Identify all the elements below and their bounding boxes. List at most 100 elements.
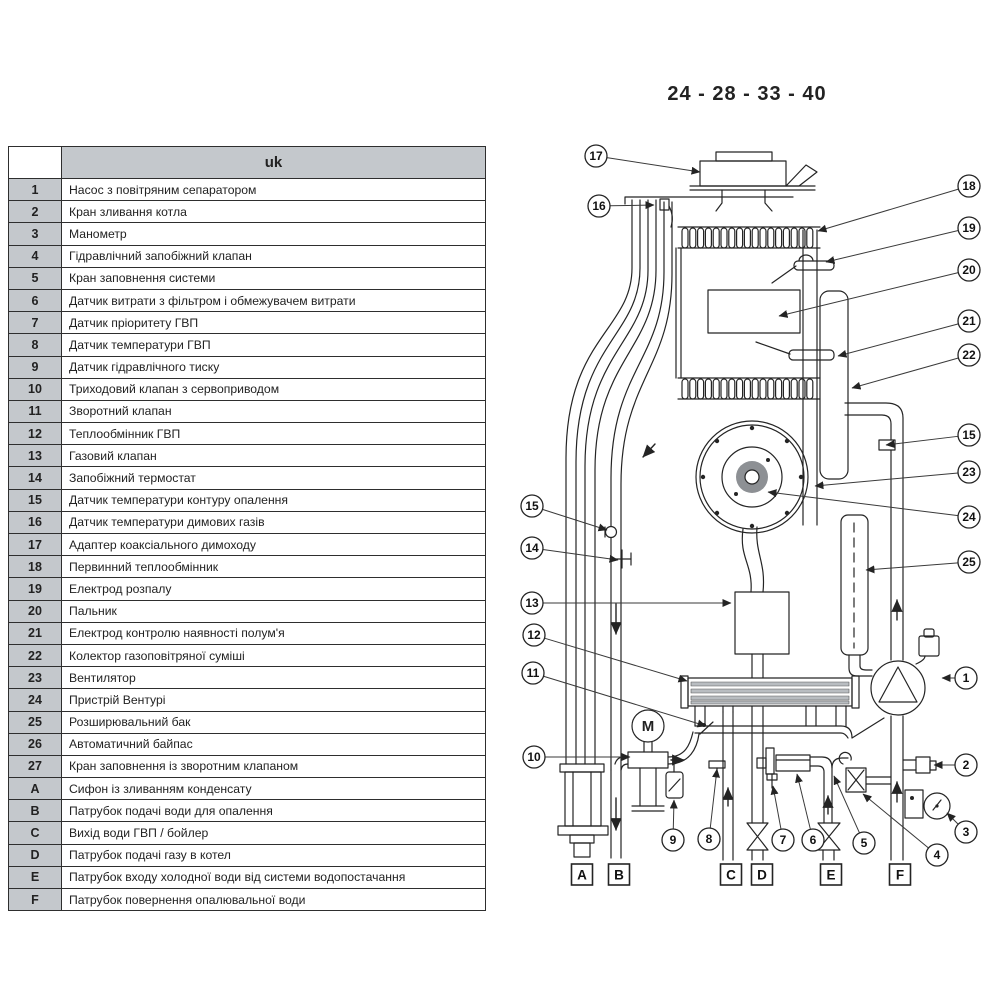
callout-number: 23 (962, 465, 976, 479)
part-description: Електрод розпалу (61, 577, 486, 601)
part-number: F (8, 887, 62, 912)
callout-number: 6 (810, 833, 817, 847)
part-number: 21 (8, 621, 62, 645)
callout-circle (957, 550, 981, 574)
callout-number: 17 (589, 149, 603, 163)
part-number: 23 (8, 666, 62, 690)
callout-20: 20 (778, 258, 981, 318)
safety-thermostat (612, 549, 632, 569)
callout-circle (661, 828, 685, 852)
diagram-title: 24 - 28 - 33 - 40 (667, 83, 827, 105)
part-description: Датчик температури контуру опалення (61, 488, 486, 512)
callout-number: 12 (527, 628, 541, 642)
port-letter: F (896, 868, 904, 883)
hydraulic-pressure-sensor (665, 764, 684, 799)
part-number: A (8, 777, 62, 801)
boiler-drain-valve (902, 756, 937, 774)
part-number: 22 (8, 643, 62, 668)
part-number: 3 (8, 222, 62, 246)
part-number: 11 (8, 399, 62, 424)
part-description: Адаптер коаксіального димоходу (61, 532, 486, 557)
air-gas-collector (819, 290, 904, 661)
dhw-heat-exchanger (680, 675, 860, 727)
callout-number: 10 (527, 750, 541, 764)
callout-number: 16 (592, 199, 606, 213)
callout-circle (697, 827, 721, 851)
port-B: B (607, 863, 631, 886)
filling-valve (831, 751, 892, 793)
callout-15: 15 (520, 494, 608, 532)
callout-number: 13 (525, 596, 539, 610)
port-letter: D (757, 868, 767, 883)
part-description: Пристрій Вентурі (61, 688, 486, 712)
port-letter: E (826, 868, 835, 883)
callout-9: 9 (661, 799, 685, 852)
callout-circle (852, 831, 876, 855)
port-letter: C (726, 868, 736, 883)
callout-25: 25 (865, 550, 981, 574)
callout-circle (957, 505, 981, 529)
callout-number: 1 (963, 671, 970, 685)
callout-number: 15 (962, 428, 976, 442)
port-D: D (750, 863, 774, 886)
heating-flow-pipe (610, 769, 622, 859)
part-number: 8 (8, 333, 62, 357)
callout-circle (520, 494, 544, 518)
part-description: Запобіжний термостат (61, 466, 486, 490)
callout-number: 25 (962, 555, 976, 569)
callout-2: 2 (933, 753, 978, 777)
part-description: Кран заповнення із зворотним клапаном (61, 754, 486, 779)
callout-circle (584, 144, 608, 168)
part-number: 16 (8, 510, 62, 535)
primary-heat-exchanger (675, 226, 821, 526)
callout-number: 4 (934, 848, 941, 862)
port-box (888, 863, 912, 886)
part-number: 26 (8, 732, 62, 756)
part-description: Пальник (61, 599, 486, 623)
part-description: Датчик витрати з фільтром і обмежувачем … (61, 288, 486, 313)
part-number: 5 (8, 266, 62, 290)
callout-11: 11 (521, 661, 707, 728)
part-description: Електрод контролю наявності полум'я (61, 621, 486, 645)
callout-circle (801, 828, 825, 852)
callout-18: 18 (817, 174, 981, 233)
part-description: Первинний теплообмінник (61, 555, 486, 579)
part-description: Патрубок повернення опалювальної води (61, 887, 486, 912)
part-description: Автоматичний байпас (61, 732, 486, 756)
callout-circle (957, 309, 981, 333)
part-description: Датчик температури ГВП (61, 333, 486, 357)
part-number: C (8, 821, 62, 845)
expansion-tank (840, 514, 873, 677)
part-number: 17 (8, 532, 62, 557)
port-A: A (570, 863, 594, 886)
callout-circle (957, 258, 981, 282)
flame-electrode (755, 341, 835, 361)
part-number: E (8, 865, 62, 890)
callout-21: 21 (837, 309, 981, 358)
callout-6: 6 (795, 773, 825, 852)
return-pipe (890, 599, 904, 861)
callout-circle (521, 661, 545, 685)
callout-circle (954, 820, 978, 844)
callout-number: 11 (527, 666, 540, 680)
port-letter: B (614, 868, 624, 883)
part-description: Вентилятор (61, 666, 486, 690)
callout-number: 7 (780, 833, 787, 847)
callout-circle (522, 623, 546, 647)
dhw-outlet-pipe (708, 711, 734, 861)
part-number: 7 (8, 311, 62, 335)
three-way-valve (614, 709, 700, 812)
callout-24: 24 (767, 489, 981, 529)
callout-circle (954, 666, 978, 690)
callout-number: 9 (670, 833, 677, 847)
ignition-electrode (771, 254, 835, 284)
